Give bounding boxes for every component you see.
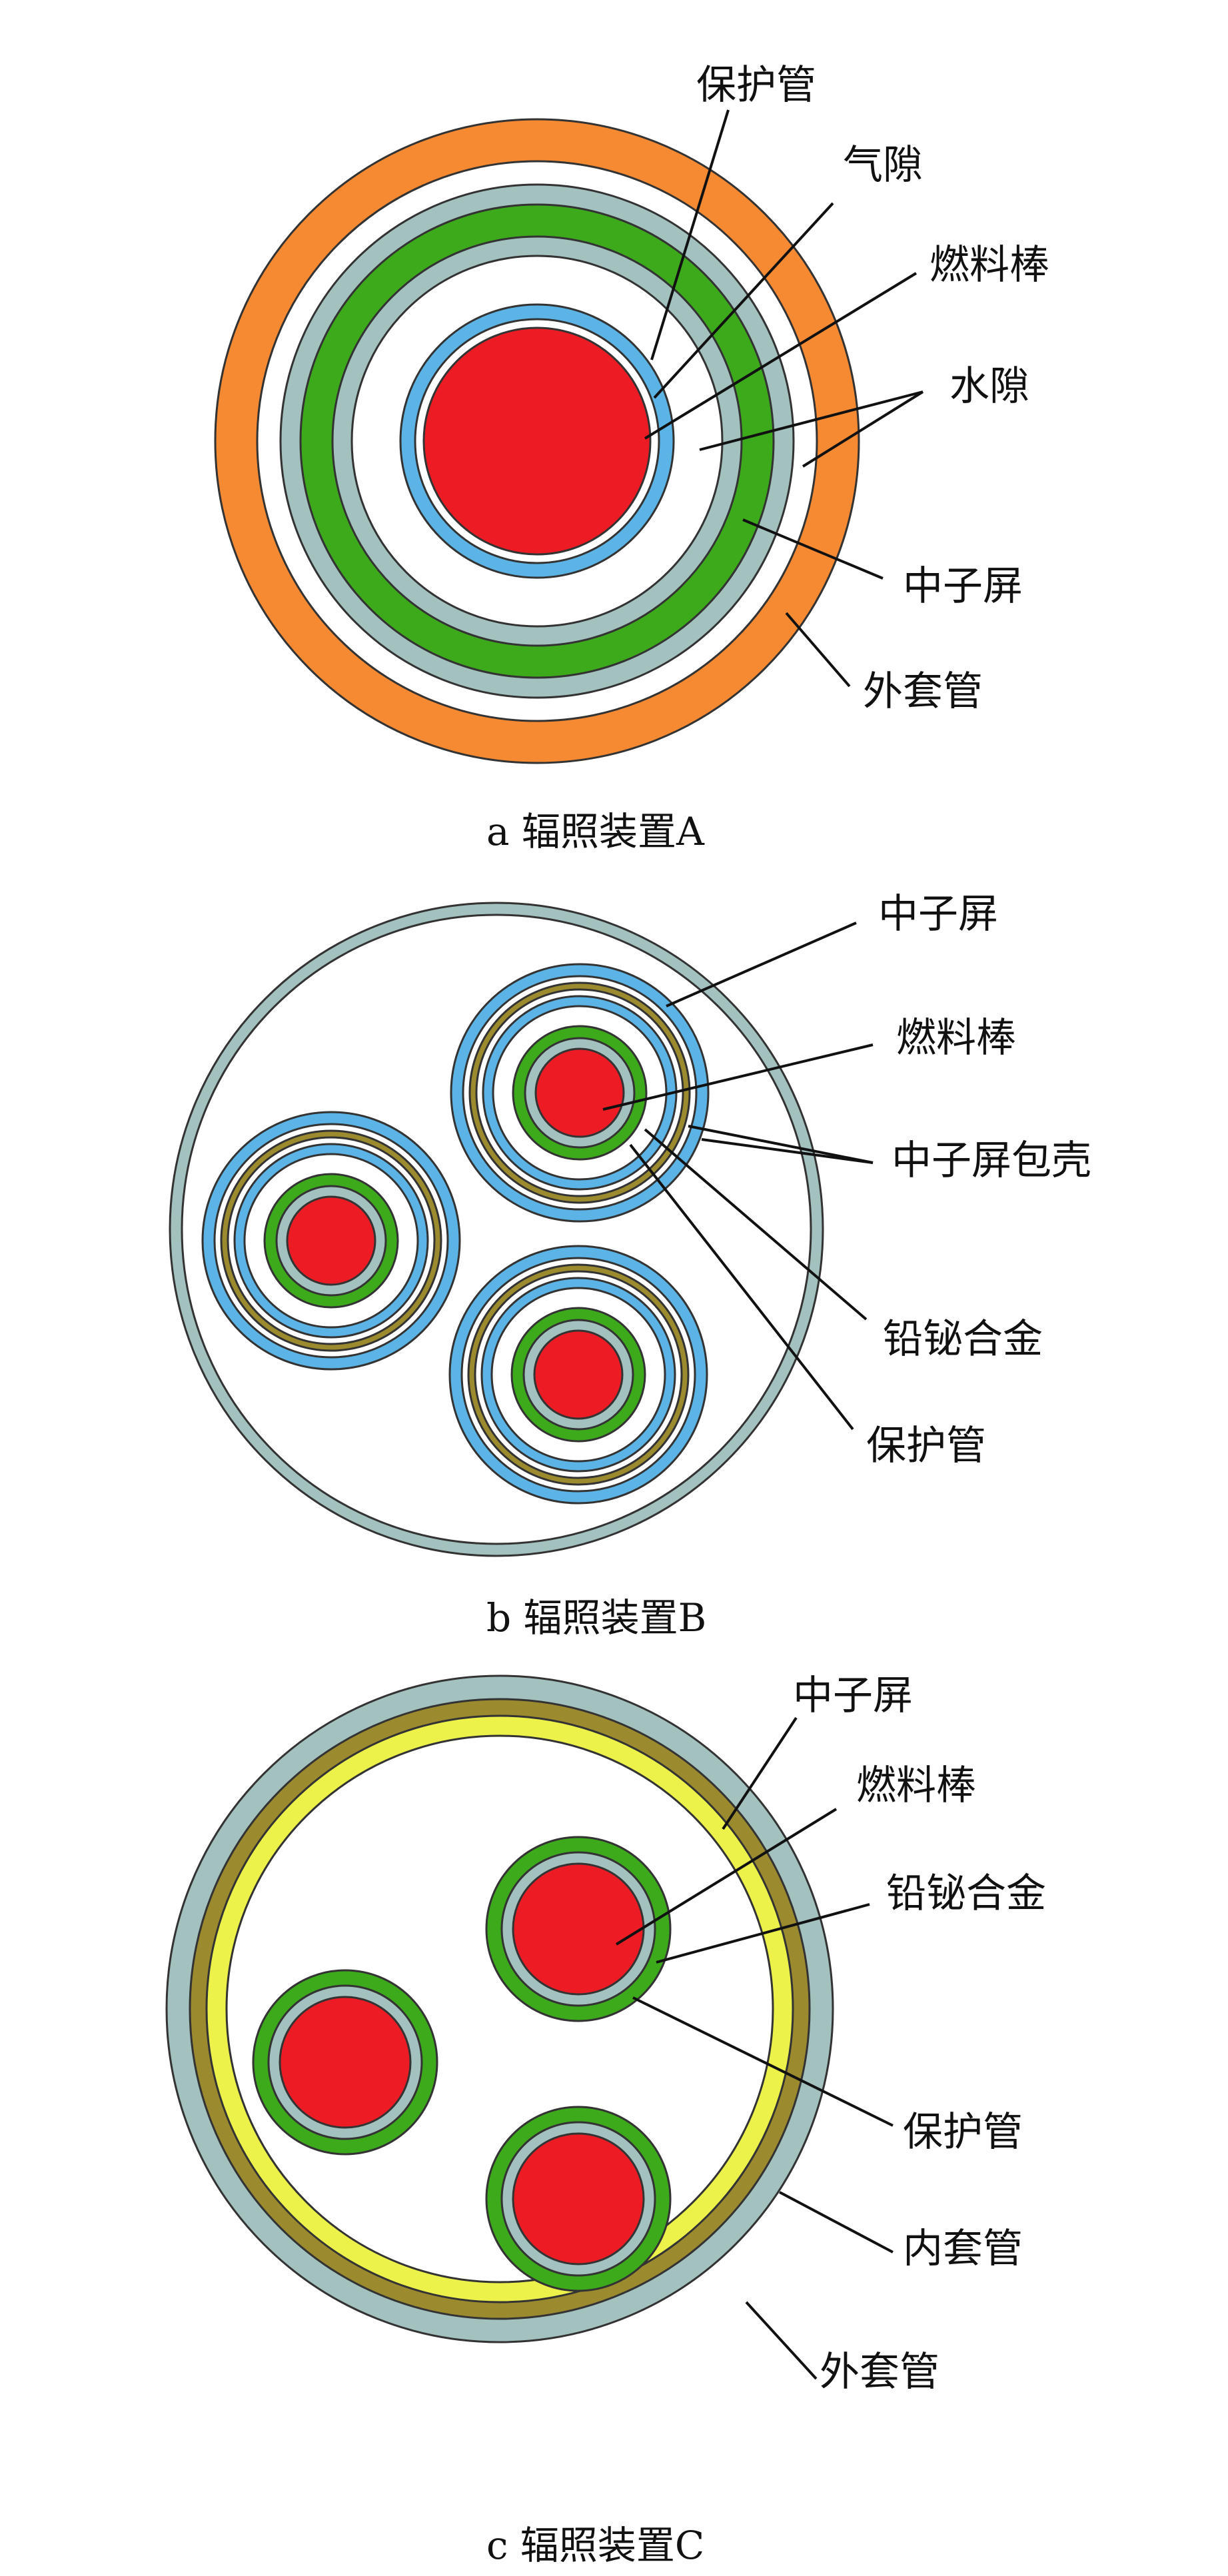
figure-a: 保护管 气隙 燃料棒 水隙 中子屏 外套管 a 辐照装置A	[214, 62, 1049, 854]
leader-water-gap-2	[802, 390, 924, 468]
label-neutron-shield: 中子屏	[878, 891, 998, 938]
leader-protective-tube	[632, 1996, 894, 2127]
label-protective-tube: 保护管	[866, 1423, 986, 1469]
leader-lead-bismuth	[644, 1128, 868, 1321]
leader-lines-a	[644, 109, 924, 688]
leader-fuel-rod	[615, 1808, 838, 1946]
device-b-cross-section	[169, 902, 824, 1557]
leader-outer-sleeve	[745, 2301, 818, 2380]
label-neutron-shield: 中子屏	[793, 1672, 913, 1719]
leader-lines-c	[615, 1716, 894, 2380]
label-neutron-shield: 中子屏	[903, 563, 1023, 610]
fuel-rod	[422, 326, 652, 556]
caption-c: c 辐照装置C	[486, 2523, 704, 2568]
label-fuel-rod: 燃料棒	[856, 1762, 976, 1809]
device-c-cross-section	[165, 1674, 834, 2343]
caption-b: b 辐照装置B	[486, 1595, 706, 1640]
device-a-cross-section	[214, 118, 860, 764]
leader-neutron-shield	[722, 1716, 798, 1830]
fuel-rod	[286, 1195, 376, 1286]
label-outer-sleeve: 外套管	[820, 2349, 939, 2395]
leader-neutron-shield	[666, 922, 857, 1007]
fuel-rod	[512, 2132, 645, 2265]
label-protective-tube: 保护管	[903, 2109, 1023, 2156]
rod-left	[252, 1969, 438, 2156]
leader-water-gap-1	[699, 390, 923, 451]
label-fuel-rod: 燃料棒	[929, 242, 1049, 289]
labels-a: 保护管 气隙 燃料棒 水隙 中子屏 外套管	[696, 62, 1049, 715]
leader-protective-tube	[650, 109, 730, 360]
leader-neutron-shield	[742, 518, 884, 580]
label-outer-sleeve: 外套管	[863, 668, 983, 715]
label-shield-cladding: 中子屏包壳	[892, 1137, 1091, 1184]
leader-fuel-rod	[602, 1043, 874, 1111]
leader-outer-sleeve	[785, 612, 851, 688]
leader-shield-cladding-1	[688, 1125, 874, 1164]
fuel-rod	[512, 1862, 645, 1996]
caption-a: a 辐照装置A	[486, 809, 705, 854]
leader-air-gap	[653, 202, 834, 399]
fuel-rod	[534, 1047, 625, 1138]
leader-inner-sleeve	[779, 2191, 894, 2254]
rod-assembly-bottom-right	[448, 1245, 708, 1505]
leader-protective-tube	[629, 1143, 854, 1431]
rod-assembly-top-right	[450, 963, 710, 1223]
labels-b: 中子屏 燃料棒 中子屏包壳 铅铋合金 保护管	[866, 891, 1091, 1469]
label-air-gap: 气隙	[843, 142, 923, 189]
label-inner-sleeve: 内套管	[903, 2226, 1023, 2272]
rod-top	[485, 1836, 672, 2022]
rod-bottom	[485, 2106, 672, 2292]
leader-fuel-rod	[644, 272, 918, 440]
fuel-rod	[279, 1996, 412, 2129]
label-lead-bismuth: 铅铋合金	[883, 1316, 1043, 1363]
rod-assembly-left	[201, 1111, 461, 1371]
leader-shield-cladding-2	[701, 1138, 874, 1164]
leader-lead-bismuth	[656, 1903, 870, 1964]
label-fuel-rod: 燃料棒	[896, 1015, 1016, 1061]
label-lead-bismuth: 铅铋合金	[886, 1870, 1046, 1917]
label-water-gap: 水隙	[949, 363, 1029, 410]
figure-b: 中子屏 燃料棒 中子屏包壳 铅铋合金 保护管 b 辐照装置B	[169, 891, 1091, 1640]
label-protective-tube: 保护管	[696, 62, 816, 109]
fuel-rod	[533, 1329, 624, 1420]
labels-c: 中子屏 燃料棒 铅铋合金 保护管 内套管 外套管	[793, 1672, 1046, 2395]
figure-c: 中子屏 燃料棒 铅铋合金 保护管 内套管 外套管 c 辐照装置C	[165, 1672, 1046, 2568]
leader-lines-b	[602, 922, 874, 1431]
